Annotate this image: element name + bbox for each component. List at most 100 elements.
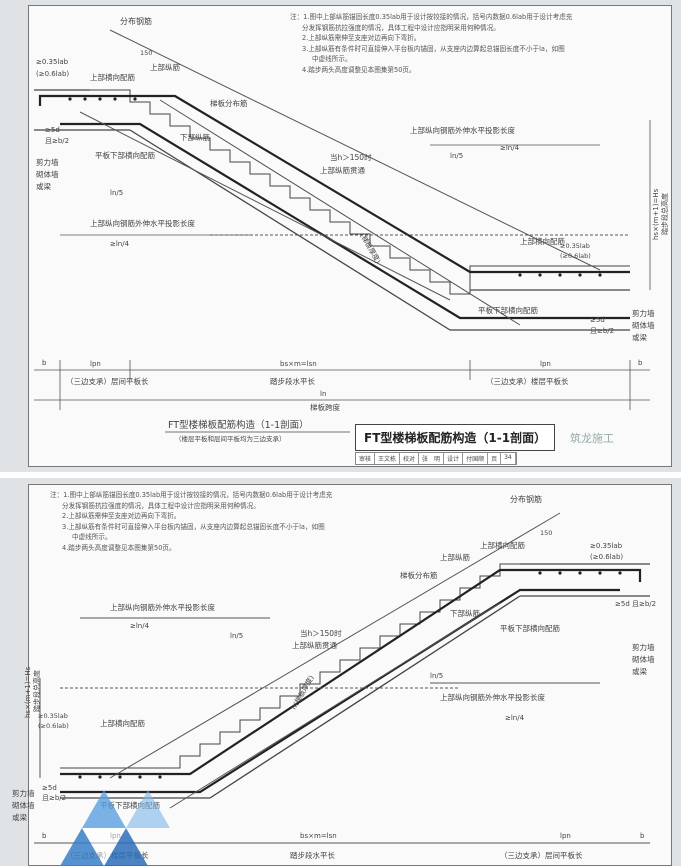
label-waishen-right: 上部纵向钢筋外伸水平投影长度 bbox=[440, 692, 545, 702]
label-b-left: b bbox=[42, 359, 47, 367]
label-150: 150 bbox=[540, 529, 552, 537]
label-ln4-left: ≥ln/4 bbox=[130, 622, 150, 630]
label-ln4-right: ≥ln/4 bbox=[500, 144, 520, 152]
label-jianli: 剪力墙 bbox=[36, 157, 59, 167]
label-ln4-right: ≥ln/4 bbox=[505, 714, 525, 722]
note-line: 4.踏步两头高度调整见本图集第50页。 bbox=[302, 65, 416, 74]
tb-cell: 校对 bbox=[400, 453, 420, 464]
label-b2: 且≥b/2 bbox=[632, 600, 656, 608]
note-line: 3.上部纵筋有条件时可直接伸入平台板内锚固，从支座内边算起总锚固长度不小于la，… bbox=[62, 522, 325, 531]
label-anchor1-right: ≥0.35lab bbox=[560, 242, 590, 250]
caption-top: FT型楼梯板配筋构造（1-1剖面） bbox=[168, 419, 309, 431]
caption-sub-top: （楼层平板和层间平板均为三边支承） bbox=[175, 434, 286, 443]
label-jianli-right: 剪力墙 bbox=[632, 308, 655, 318]
note-line: 分发挥钢筋抗拉强度的情况，具体工程中设计应指明采用何种情况。 bbox=[302, 23, 500, 32]
label-step-height: hs×(m+1)=Hs bbox=[24, 666, 32, 718]
label-shangbu-zongjin: 上部纵筋 bbox=[440, 552, 470, 562]
label-anchor2: (≥0.6lab) bbox=[590, 553, 623, 561]
label-5d: ≥5d bbox=[45, 126, 60, 134]
label-b2-right: 且≥b/2 bbox=[590, 327, 614, 335]
label-shangbu-guantong: 上部纵筋贯通 bbox=[320, 165, 365, 175]
tb-cell: 设计 bbox=[444, 453, 464, 464]
label-qiti: 砌体墙 bbox=[36, 169, 59, 179]
tb-cell: 张 明 bbox=[419, 453, 445, 464]
label-qiti-right: 砌体墙 bbox=[632, 320, 655, 330]
note-line: 分发挥钢筋抗拉强度的情况，具体工程中设计应指明采用何种情况。 bbox=[62, 501, 260, 510]
sheet-title: FT型楼梯板配筋构造（1-1剖面） bbox=[355, 424, 556, 451]
label-taban: 踏步段水平长 bbox=[270, 376, 315, 386]
note-line: 注：1.图中上部纵筋锚固长度0.35lab用于设计按铰接的情况，括号内数据0.6… bbox=[290, 13, 573, 21]
label-fenbu: 分布钢筋 bbox=[120, 16, 152, 26]
note-line: 2.上部纵筋需伸至支座对边再向下弯折。 bbox=[62, 512, 181, 520]
label-tiban-fenbu: 梯板分布筋 bbox=[210, 98, 248, 108]
label-shangbu-hengxiang-left: 上部横向配筋 bbox=[100, 718, 145, 728]
label-sanbian2: （三边支承）层间平板长 bbox=[500, 850, 583, 860]
label-lpn-right: lpn bbox=[560, 832, 571, 840]
title-block-table: 审核 王文栋 校对 张 明 设计 付国顺 页 34 bbox=[355, 452, 517, 465]
paper-bottom bbox=[28, 484, 672, 866]
label-tiban-fenbu: 梯板分布筋 bbox=[400, 570, 438, 580]
label-step-height2: 踏步段总高度 bbox=[660, 193, 669, 235]
label-jianli-left: 剪力墙 bbox=[12, 788, 35, 798]
label-pingban-xiabu-right: 平板下部横向配筋 bbox=[478, 305, 538, 315]
label-lsn: bs×m=lsn bbox=[300, 832, 337, 840]
label-taban: 踏步段水平长 bbox=[290, 850, 335, 860]
notes-top: 注：1.图中上部纵筋锚固长度0.35lab用于设计按铰接的情况，括号内数据0.6… bbox=[290, 12, 572, 75]
label-pingban-xiabu: 平板下部横向配筋 bbox=[500, 623, 560, 633]
label-anchor2: (≥0.6lab) bbox=[36, 70, 69, 78]
label-xiabu-zongjin: 下部纵筋 bbox=[450, 608, 480, 618]
label-step-height2: 踏步段总高度 bbox=[32, 670, 41, 712]
stair-section-drawing-top: 分布钢筋 150 ≥0.35lab (≥0.6lab) 上部纵筋 上部横向配筋 … bbox=[34, 16, 669, 443]
logo-overlay bbox=[60, 790, 170, 866]
label-lsn: bs×m=lsn bbox=[280, 360, 317, 368]
label-anchor2-right: (≥0.6lab) bbox=[560, 252, 591, 260]
label-dang-h: 当h＞150时 bbox=[330, 152, 372, 162]
label-shangbu-zongjin: 上部纵筋 bbox=[150, 62, 180, 72]
label-anchor1: ≥0.35lab bbox=[36, 58, 69, 66]
label-sanbian1: （三边支承）层间平板长 bbox=[66, 376, 149, 386]
note-line: 注：1.图中上部纵筋锚固长度0.35lab用于设计按铰接的情况，括号内数据0.6… bbox=[50, 491, 333, 499]
label-b-right: b bbox=[640, 832, 645, 840]
label-ln5-left: ln/5 bbox=[230, 632, 243, 640]
label-lpn-right: lpn bbox=[540, 360, 551, 368]
label-5d-left: ≥5d bbox=[42, 784, 57, 792]
label-tiban-kuadu: 梯板跨度 bbox=[310, 402, 340, 412]
stair-section-drawing-bottom: 分布钢筋 150 ≥0.35lab (≥0.6lab) 上部纵筋 上部横向配筋 … bbox=[12, 494, 656, 860]
watermark: 筑龙施工 bbox=[570, 432, 614, 445]
label-ln5-right: ln/5 bbox=[450, 152, 463, 160]
label-150: 150 bbox=[140, 49, 152, 57]
note-line: 2.上部纵筋需伸至支座对边再向下弯折。 bbox=[302, 34, 421, 42]
note-line: 4.踏步两头高度调整见本图集第50页。 bbox=[62, 543, 176, 552]
drawing-sheet-bottom: 注：1.图中上部纵筋锚固长度0.35lab用于设计按铰接的情况，括号内数据0.6… bbox=[0, 478, 681, 866]
label-b2: 且≥b/2 bbox=[45, 137, 69, 145]
label-sanbian2: （三边支承）楼层平板长 bbox=[486, 376, 569, 386]
label-dang-h: 当h＞150时 bbox=[300, 628, 342, 638]
label-huoliang-left: 或梁 bbox=[12, 812, 27, 822]
label-lpn-left: lpn bbox=[90, 360, 101, 368]
label-b-left: b bbox=[42, 832, 47, 840]
note-line: 3.上部纵筋有条件时可直接伸入平台板内锚固，从支座内边算起总锚固长度不小于la，… bbox=[302, 44, 565, 53]
label-ln5: ln/5 bbox=[110, 189, 123, 197]
label-pingban-xiabu-left: 平板下部横向配筋 bbox=[100, 800, 160, 810]
label-huoliang-right: 或梁 bbox=[632, 332, 647, 342]
label-ln: ln bbox=[320, 390, 326, 398]
note-line: 中虚线所示。 bbox=[312, 55, 352, 63]
label-shangbu-hengxiang: 上部横向配筋 bbox=[480, 540, 525, 550]
label-anchor1: ≥0.35lab bbox=[590, 542, 623, 550]
label-5d: ≥5d bbox=[615, 600, 630, 608]
tb-cell: 审核 bbox=[356, 453, 376, 464]
label-xiabu-zongjin: 下部纵筋 bbox=[180, 132, 210, 142]
label-waishen-left: 上部纵向钢筋外伸水平投影长度 bbox=[110, 602, 215, 612]
label-b2-left: 且≥b/2 bbox=[42, 794, 66, 802]
label-shangbu-guantong: 上部纵筋贯通 bbox=[292, 640, 337, 650]
label-tiban-hou: h(梯板厚度) bbox=[289, 673, 316, 711]
note-line: 中虚线所示。 bbox=[72, 533, 112, 541]
label-waishen-left: 上部纵向钢筋外伸水平投影长度 bbox=[90, 218, 195, 228]
paper-top bbox=[28, 5, 672, 467]
label-shangbu-hengxiang-right: 上部横向配筋 bbox=[520, 236, 565, 246]
label-shangbu-hengxiang: 上部横向配筋 bbox=[90, 72, 135, 82]
label-pingban-xiabu: 平板下部横向配筋 bbox=[95, 150, 155, 160]
label-anchor1-left: ≥0.35lab bbox=[38, 712, 68, 720]
tb-cell: 页 bbox=[488, 453, 502, 464]
label-waishen-right: 上部纵向钢筋外伸水平投影长度 bbox=[410, 125, 515, 135]
